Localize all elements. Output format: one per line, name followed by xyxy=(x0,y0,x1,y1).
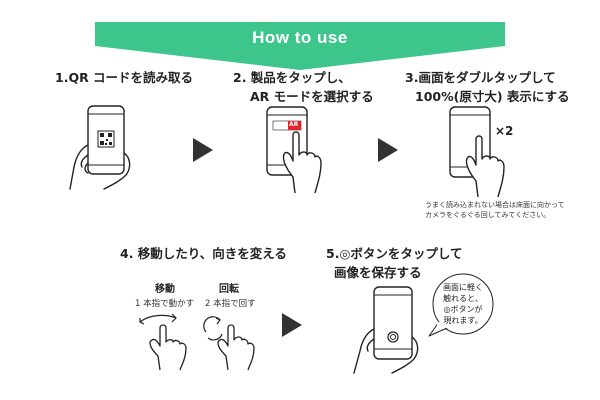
phone-double-tap-icon xyxy=(449,106,505,198)
two-finger-rotate-icon xyxy=(203,316,255,371)
phone-qr-hand-icon xyxy=(69,105,131,190)
ar-badge: AR xyxy=(289,121,299,128)
bubble-text: 画面に軽く 触れると、 ◎ボタンが 現れます。 xyxy=(443,283,483,325)
shutter-button-icon xyxy=(387,331,399,343)
step-2-title: 2. 製品をタップし、 AR モードを選択する xyxy=(233,70,374,104)
banner-shape xyxy=(95,22,505,70)
step-1-title: 1.QR コードを読み取る xyxy=(55,70,194,85)
next-arrow-icon xyxy=(282,313,302,337)
rotate-desc: 2 本指で回す xyxy=(205,299,256,309)
step-3-title: 3.画面をダブルタップして 100%(原寸大) 表示にする xyxy=(405,70,570,104)
move-desc: 1 本指で動かす xyxy=(135,299,195,309)
step-4-title: 4. 移動したり、向きを変える xyxy=(120,246,287,261)
move-label: 移動 xyxy=(155,284,175,295)
double-tap-badge: ×2 xyxy=(495,124,514,138)
next-arrow-icon xyxy=(193,138,213,162)
next-arrow-icon xyxy=(378,138,398,162)
speech-bubble xyxy=(428,273,494,337)
one-finger-move-icon xyxy=(139,313,187,371)
phone-ar-tap-icon xyxy=(266,106,322,194)
step-3-note: うまく読み込まれない場合は床面に向かって カメラをぐるぐる回してみてください。 xyxy=(425,201,565,219)
rotate-label: 回転 xyxy=(219,284,239,295)
step-5-title: 5.◎ボタンをタップして 画像を保存する xyxy=(326,246,463,280)
banner-title: How to use xyxy=(252,28,348,47)
phone-shutter-hand-icon xyxy=(353,286,419,374)
